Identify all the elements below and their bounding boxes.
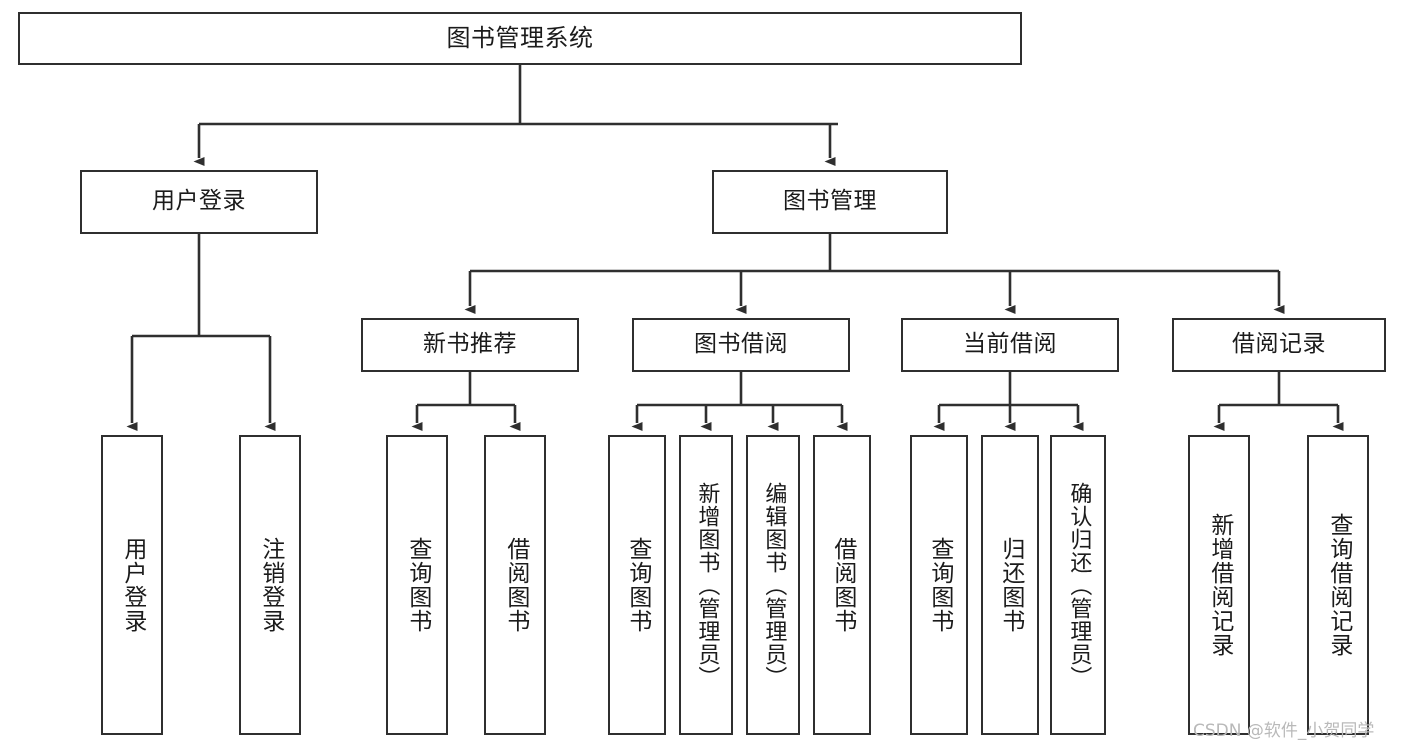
node-leaf-add-book-label: 新增图书（管理员） bbox=[694, 481, 720, 689]
node-leaf-edit-book-label: 编辑图书（管理员） bbox=[761, 481, 787, 689]
node-leaf-borrow-book-1-label: 借阅图书 bbox=[502, 537, 529, 633]
node-leaf-borrow-book-1[interactable]: 借阅图书 bbox=[484, 435, 546, 735]
node-leaf-return-book-label: 归还图书 bbox=[997, 537, 1024, 633]
node-leaf-query-record-label: 查询借阅记录 bbox=[1325, 513, 1352, 657]
node-leaf-user-logout-label: 注销登录 bbox=[257, 537, 284, 633]
node-leaf-add-record-label: 新增借阅记录 bbox=[1206, 513, 1233, 657]
node-leaf-user-login[interactable]: 用户登录 bbox=[101, 435, 163, 735]
node-leaf-add-record[interactable]: 新增借阅记录 bbox=[1188, 435, 1250, 735]
node-leaf-borrow-book-2[interactable]: 借阅图书 bbox=[813, 435, 871, 735]
node-leaf-borrow-book-2-label: 借阅图书 bbox=[829, 537, 856, 633]
node-leaf-query-record[interactable]: 查询借阅记录 bbox=[1307, 435, 1369, 735]
node-leaf-add-book[interactable]: 新增图书（管理员） bbox=[679, 435, 733, 735]
node-borrow-record-label: 借阅记录 bbox=[1232, 331, 1326, 358]
node-book-borrow-label: 图书借阅 bbox=[694, 331, 788, 358]
node-leaf-query-book-1[interactable]: 查询图书 bbox=[386, 435, 448, 735]
node-leaf-return-book[interactable]: 归还图书 bbox=[981, 435, 1039, 735]
node-leaf-confirm-return[interactable]: 确认归还（管理员） bbox=[1050, 435, 1106, 735]
node-leaf-query-book-1-label: 查询图书 bbox=[404, 537, 431, 633]
node-leaf-confirm-return-label: 确认归还（管理员） bbox=[1066, 481, 1092, 689]
node-book-borrow[interactable]: 图书借阅 bbox=[632, 318, 850, 372]
node-current-borrow-label: 当前借阅 bbox=[963, 331, 1057, 358]
node-leaf-query-book-3[interactable]: 查询图书 bbox=[910, 435, 968, 735]
node-user-login[interactable]: 用户登录 bbox=[80, 170, 318, 234]
node-book-manage-label: 图书管理 bbox=[783, 188, 877, 215]
node-leaf-user-logout[interactable]: 注销登录 bbox=[239, 435, 301, 735]
node-leaf-user-login-label: 用户登录 bbox=[119, 537, 146, 633]
node-user-login-label: 用户登录 bbox=[152, 188, 246, 215]
node-new-book-recommend[interactable]: 新书推荐 bbox=[361, 318, 579, 372]
node-new-book-recommend-label: 新书推荐 bbox=[423, 331, 517, 358]
node-leaf-edit-book[interactable]: 编辑图书（管理员） bbox=[746, 435, 800, 735]
node-leaf-query-book-2[interactable]: 查询图书 bbox=[608, 435, 666, 735]
node-borrow-record[interactable]: 借阅记录 bbox=[1172, 318, 1386, 372]
node-leaf-query-book-3-label: 查询图书 bbox=[926, 537, 953, 633]
node-current-borrow[interactable]: 当前借阅 bbox=[901, 318, 1119, 372]
csdn-watermark: CSDN @软件_小贺同学 bbox=[1193, 721, 1375, 741]
node-root[interactable]: 图书管理系统 bbox=[18, 12, 1022, 65]
node-book-manage[interactable]: 图书管理 bbox=[712, 170, 948, 234]
node-root-label: 图书管理系统 bbox=[446, 24, 594, 53]
node-leaf-query-book-2-label: 查询图书 bbox=[624, 537, 651, 633]
